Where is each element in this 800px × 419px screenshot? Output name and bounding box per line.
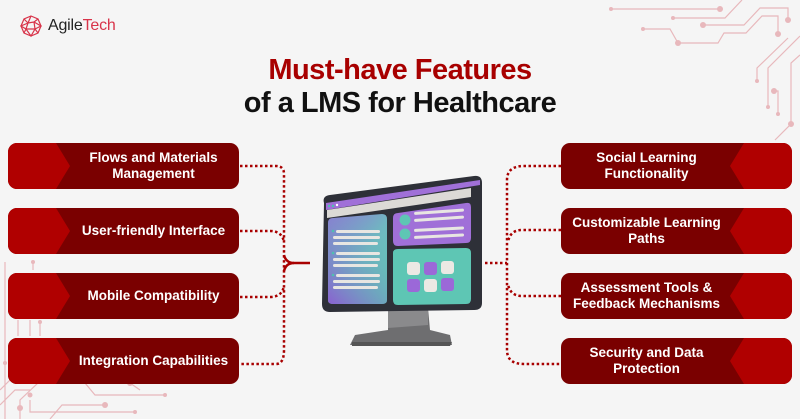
feature-card-security: Security and Data Protection xyxy=(561,338,792,384)
card-arrow-tab xyxy=(730,143,792,189)
feature-label: Integration Capabilities xyxy=(78,353,229,368)
feature-card-assessment: Assessment Tools & Feedback Mechanisms xyxy=(561,273,792,319)
lms-monitor-icon xyxy=(322,175,482,346)
feature-label: Assessment Tools & Feedback Mechanisms xyxy=(572,280,721,311)
connector-lines-left xyxy=(240,164,286,366)
geodesic-polygon-icon xyxy=(20,15,42,37)
feature-label: Customizable Learning Paths xyxy=(572,215,721,246)
card-arrow-tab xyxy=(8,273,70,319)
circuit-nodes-bottom-left xyxy=(3,260,167,414)
card-arrow-tab xyxy=(8,143,70,189)
card-arrow-tab xyxy=(730,273,792,319)
feature-label: Social Learning Functionality xyxy=(596,150,697,181)
card-arrow-tab xyxy=(730,208,792,254)
circuit-nodes-top-right xyxy=(609,6,794,127)
feature-label: Mobile Compatibility xyxy=(87,288,220,303)
feature-label: Security and Data Protection xyxy=(589,345,704,376)
feature-card-learning-paths: Customizable Learning Paths xyxy=(561,208,792,254)
page-title-line2: of a LMS for Healthcare xyxy=(243,87,557,119)
feature-card-social-learning: Social Learning Functionality xyxy=(561,143,792,189)
feature-card-user-friendly: User-friendly Interface xyxy=(8,208,239,254)
card-arrow-tab xyxy=(8,338,70,384)
connector-lines-right xyxy=(485,164,561,366)
brand-name: AgileTech xyxy=(48,17,116,34)
circuit-decoration-top-right xyxy=(611,0,800,141)
feature-card-integration: Integration Capabilities xyxy=(8,338,239,384)
connector-brace-left xyxy=(282,254,310,265)
card-arrow-tab xyxy=(8,208,70,254)
feature-label: User-friendly Interface xyxy=(81,223,226,238)
feature-card-flows-materials: Flows and Materials Management xyxy=(8,143,239,189)
brand-logo: AgileTech xyxy=(20,15,116,37)
feature-card-mobile: Mobile Compatibility xyxy=(8,273,239,319)
card-arrow-tab xyxy=(730,338,792,384)
feature-label: Flows and Materials Management xyxy=(89,150,218,181)
page-title-line1: Must-have Features xyxy=(268,54,532,86)
